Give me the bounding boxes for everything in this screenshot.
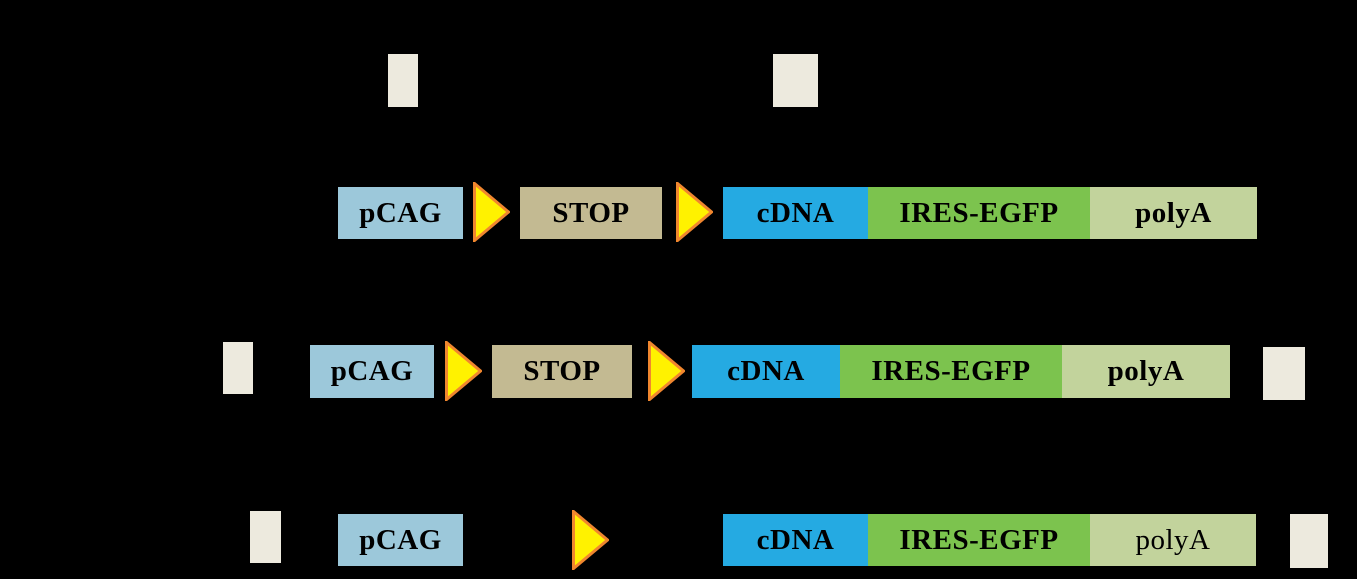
genomic-fragment bbox=[773, 54, 818, 107]
cdna-box: cDNA bbox=[692, 345, 840, 398]
ires-egfp-box: IRES-EGFP bbox=[868, 187, 1090, 239]
pcag-promoter-box: pCAG bbox=[338, 514, 463, 566]
cdna-box: cDNA bbox=[723, 187, 868, 239]
genomic-fragment bbox=[388, 54, 418, 107]
genomic-fragment bbox=[1290, 514, 1328, 568]
polya-box: polyA bbox=[1090, 187, 1257, 239]
genomic-fragment bbox=[223, 342, 253, 394]
genomic-fragment bbox=[250, 511, 281, 563]
loxp-triangle-icon bbox=[648, 339, 686, 403]
pcag-promoter-box: pCAG bbox=[338, 187, 463, 239]
stop-cassette-box: STOP bbox=[492, 345, 632, 398]
loxp-triangle-icon bbox=[572, 508, 610, 572]
ires-egfp-box: IRES-EGFP bbox=[840, 345, 1062, 398]
genomic-fragment bbox=[1263, 347, 1305, 400]
stop-cassette-box: STOP bbox=[520, 187, 662, 239]
polya-box: polyA bbox=[1090, 514, 1256, 566]
ires-egfp-box: IRES-EGFP bbox=[868, 514, 1090, 566]
loxp-triangle-icon bbox=[473, 180, 511, 244]
polya-box: polyA bbox=[1062, 345, 1230, 398]
cdna-box: cDNA bbox=[723, 514, 868, 566]
pcag-promoter-box: pCAG bbox=[310, 345, 434, 398]
loxp-triangle-icon bbox=[445, 339, 483, 403]
loxp-triangle-icon bbox=[676, 180, 714, 244]
